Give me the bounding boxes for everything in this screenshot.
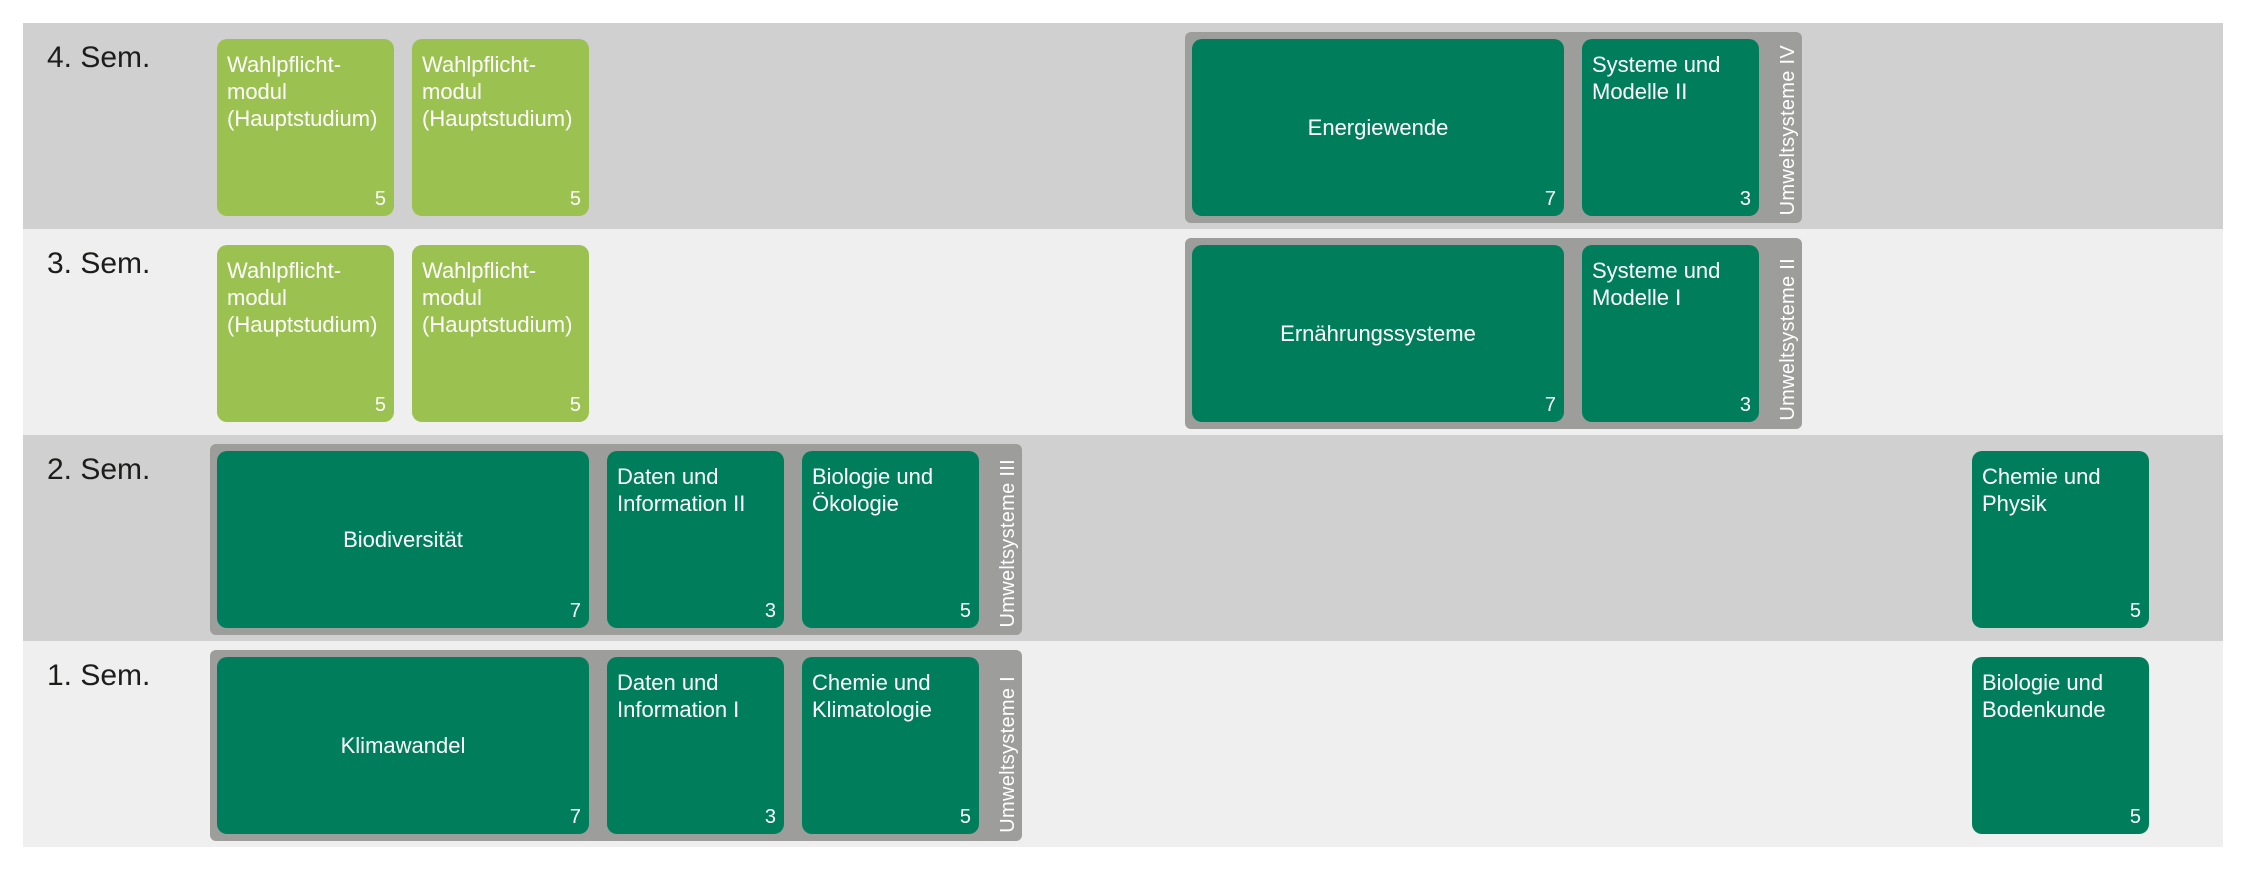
module-credits: 3 <box>1739 188 1751 210</box>
module-credits: 5 <box>569 394 581 416</box>
module-box-chemie-und-physik: Chemie und Physik 5 <box>1972 451 2149 628</box>
module-credits: 3 <box>1739 394 1751 416</box>
module-name: Chemie und Physik <box>1982 464 2101 516</box>
module-credits: 5 <box>959 600 971 622</box>
module-credits: 7 <box>569 600 581 622</box>
module-box-daten-und-information-i: Daten und Information I 3 <box>607 657 784 834</box>
module-box-wahlpflicht-modul-hauptstudium: Wahlpflicht- modul (Hauptstudium) 5 <box>217 245 394 422</box>
module-box-biologie-und-ökologie: Biologie und Ökologie 5 <box>802 451 979 628</box>
module-box-klimawandel: Klimawandel 7 <box>217 657 589 834</box>
module-box-chemie-und-klimatologie: Chemie und Klimatologie 5 <box>802 657 979 834</box>
module-name: Systeme und Modelle I <box>1592 258 1721 310</box>
module-group-label: Umweltsysteme III <box>997 458 1019 627</box>
module-credits: 3 <box>764 806 776 828</box>
module-name: Klimawandel <box>340 733 466 758</box>
module-box-systeme-und-modelle-ii: Systeme und Modelle II 3 <box>1582 39 1759 216</box>
semester-row-1: 1. Sem. Umweltsysteme I Klimawandel 7 Daten … <box>23 641 2223 847</box>
module-name: Ernährungssysteme <box>1280 321 1476 346</box>
module-group-label: Umweltsysteme I <box>997 676 1019 833</box>
module-box-wahlpflicht-modul-hauptstudium: Wahlpflicht- modul (Hauptstudium) 5 <box>412 39 589 216</box>
module-credits: 3 <box>764 600 776 622</box>
module-box-wahlpflicht-modul-hauptstudium: Wahlpflicht- modul (Hauptstudium) 5 <box>217 39 394 216</box>
module-name: Wahlpflicht- modul (Hauptstudium) <box>422 258 573 337</box>
module-credits: 5 <box>2129 600 2141 622</box>
semester-row-3: 3. Sem. Umweltsysteme II Wahlpflicht- modu… <box>23 229 2223 435</box>
module-name: Daten und Information II <box>617 464 746 516</box>
module-credits: 5 <box>2129 806 2141 828</box>
module-name: Chemie und Klimatologie <box>812 670 932 722</box>
module-name: Biologie und Ökologie <box>812 464 934 516</box>
module-box-biodiversität: Biodiversität 7 <box>217 451 589 628</box>
module-box-ernährungssysteme: Ernährungssysteme 7 <box>1192 245 1564 422</box>
semester-row-4: 4. Sem. Umweltsysteme IV Wahlpflicht- modu… <box>23 23 2223 229</box>
semester-row-2: 2. Sem. Umweltsysteme III Biodiversität 7 Da… <box>23 435 2223 641</box>
module-credits: 5 <box>374 394 386 416</box>
module-group-label: Umweltsysteme IV <box>1777 44 1799 215</box>
semester-label: 3. Sem. <box>47 247 151 280</box>
module-credits: 7 <box>1544 394 1556 416</box>
module-name: Systeme und Modelle II <box>1592 52 1721 104</box>
semester-label: 4. Sem. <box>47 41 151 74</box>
module-credits: 7 <box>1544 188 1556 210</box>
module-box-energiewende: Energiewende 7 <box>1192 39 1564 216</box>
module-name: Biodiversität <box>343 527 463 552</box>
module-credits: 7 <box>569 806 581 828</box>
module-name: Wahlpflicht- modul (Hauptstudium) <box>227 258 378 337</box>
semester-label: 2. Sem. <box>47 453 151 486</box>
module-name: Daten und Information I <box>617 670 740 722</box>
module-credits: 5 <box>374 188 386 210</box>
module-name: Energiewende <box>1307 115 1449 140</box>
module-box-daten-und-information-ii: Daten und Information II 3 <box>607 451 784 628</box>
module-name: Wahlpflicht- modul (Hauptstudium) <box>227 52 378 131</box>
module-box-biologie-und-bodenkunde: Biologie und Bodenkunde 5 <box>1972 657 2149 834</box>
semester-label: 1. Sem. <box>47 659 151 692</box>
module-credits: 5 <box>569 188 581 210</box>
module-box-systeme-und-modelle-i: Systeme und Modelle I 3 <box>1582 245 1759 422</box>
module-credits: 5 <box>959 806 971 828</box>
module-group-label: Umweltsysteme II <box>1777 258 1799 421</box>
module-name: Wahlpflicht- modul (Hauptstudium) <box>422 52 573 131</box>
module-box-wahlpflicht-modul-hauptstudium: Wahlpflicht- modul (Hauptstudium) 5 <box>412 245 589 422</box>
module-name: Biologie und Bodenkunde <box>1982 670 2106 722</box>
